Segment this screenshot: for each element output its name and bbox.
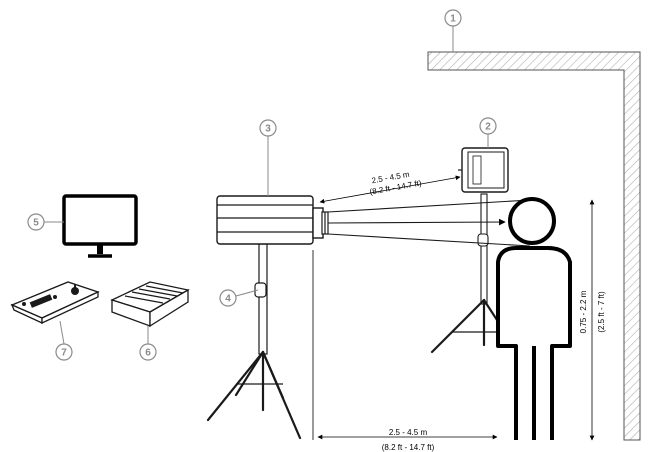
dimension-camera-to-blackbody: 2.5 - 4.5 m (8.2 ft - 14.7 ft)	[319, 170, 461, 204]
dimension-camera-to-person: 2.5 - 4.5 m (8.2 ft - 14.7 ft)	[312, 250, 498, 452]
field-of-view	[327, 199, 531, 247]
blackbody-source	[458, 147, 509, 193]
wall	[427, 51, 641, 441]
monitor	[62, 194, 138, 258]
recorder	[110, 281, 190, 328]
svg-text:4: 4	[225, 294, 231, 305]
callout-6: 6	[139, 326, 157, 361]
callout-3: 3	[259, 119, 277, 196]
thermal-camera	[216, 195, 329, 245]
callout-2: 2	[479, 117, 497, 148]
svg-text:2: 2	[485, 122, 491, 133]
callout-1: 1	[444, 9, 462, 52]
svg-text:6: 6	[145, 348, 151, 359]
person-silhouette	[496, 197, 572, 440]
dimension-height-imperial: (2.5 ft - 7 ft)	[597, 291, 606, 333]
callout-7: 7	[55, 320, 73, 361]
dimension-mount-height: 0.75 - 2.2 m (2.5 ft - 7 ft)	[579, 199, 606, 441]
callout-4: 4	[219, 289, 259, 307]
svg-text:1: 1	[450, 14, 456, 25]
camera-tripod	[206, 243, 302, 440]
svg-text:3: 3	[265, 124, 271, 135]
callout-5: 5	[27, 213, 64, 231]
svg-text:5: 5	[33, 218, 39, 229]
dimension-camera-person-metric: 2.5 - 4.5 m	[389, 428, 428, 437]
keyboard-controller	[10, 281, 100, 325]
dimension-camera-person-imperial: (8.2 ft - 14.7 ft)	[382, 443, 435, 452]
svg-text:7: 7	[61, 348, 67, 359]
dimension-height-metric: 0.75 - 2.2 m	[579, 290, 588, 333]
